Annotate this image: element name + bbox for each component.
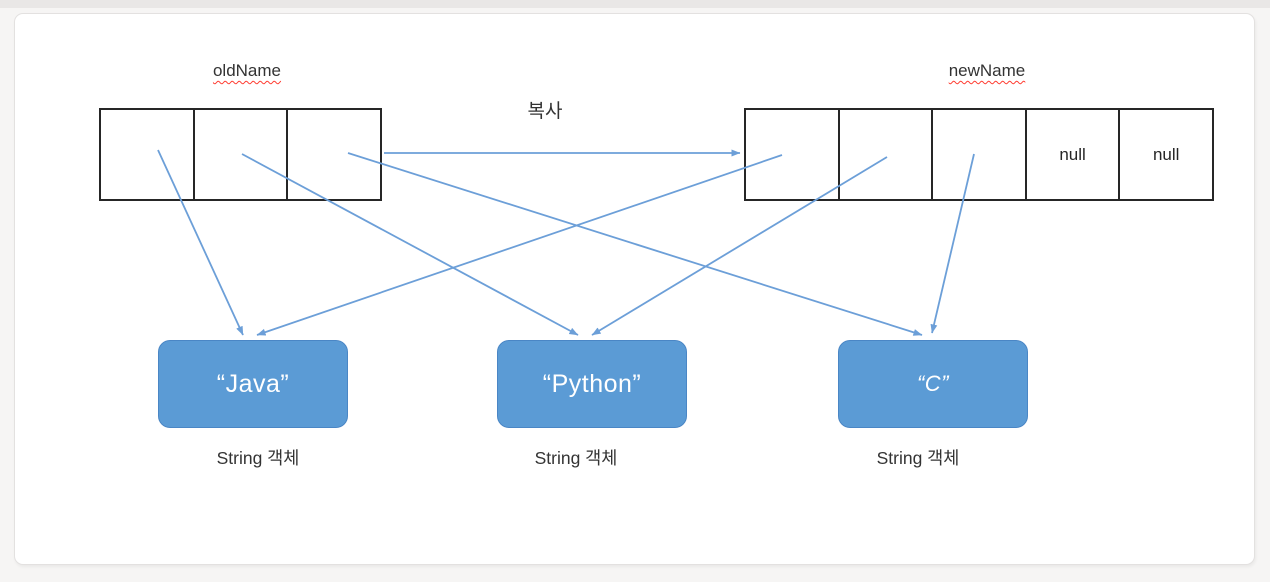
new-array-label: newName — [948, 61, 1026, 80]
old-array-cell-1 — [192, 110, 287, 199]
new-name-array: null null — [744, 108, 1214, 201]
new-array-cell-1 — [837, 110, 932, 199]
string-object-python-value: “Python” — [542, 369, 642, 398]
new-array-cell-2 — [931, 110, 1025, 199]
old-array-cell-0 — [101, 110, 193, 199]
new-array-cell-4-null: null — [1118, 110, 1212, 199]
old-name-array — [99, 108, 382, 201]
new-array-cell-0 — [746, 110, 838, 199]
copy-label: 복사 — [527, 101, 563, 122]
string-object-java-caption: String 객체 — [216, 448, 300, 468]
string-object-java-value: “Java” — [216, 369, 290, 398]
diagram-canvas — [14, 13, 1255, 565]
string-object-c-caption: String 객체 — [876, 448, 960, 468]
new-array-cell-3-null: null — [1024, 110, 1119, 199]
string-object-python: “Python” — [497, 340, 687, 428]
top-edge-strip — [0, 0, 1270, 8]
old-array-label: oldName — [212, 61, 282, 80]
string-object-c: “C” — [838, 340, 1028, 428]
string-object-python-caption: String 객체 — [534, 448, 618, 468]
string-object-c-value: “C” — [916, 371, 950, 396]
string-object-java: “Java” — [158, 340, 348, 428]
old-array-cell-2 — [286, 110, 380, 199]
